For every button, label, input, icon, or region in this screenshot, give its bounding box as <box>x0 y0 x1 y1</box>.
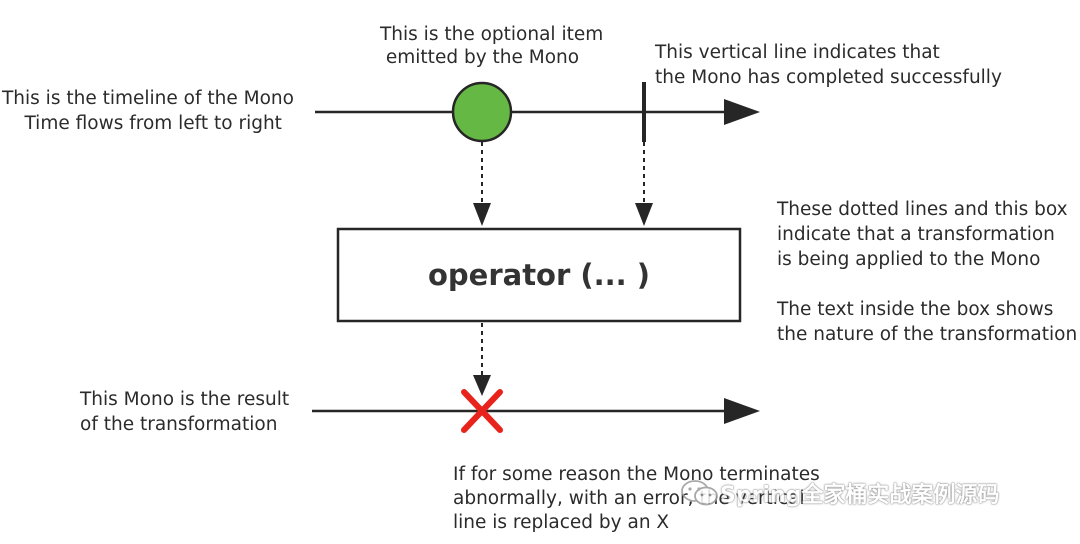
bottom-timeline-arrowhead <box>724 398 760 424</box>
operator-box <box>336 227 742 323</box>
transformation-label: These dotted lines and this box indicate… <box>777 199 1068 270</box>
box-text-label: The text inside the box shows the nature… <box>777 299 1078 345</box>
result-label: This Mono is the result of the transform… <box>80 389 290 435</box>
watermark: Spring全家桶实战案例源码 <box>680 476 999 510</box>
top-timeline-arrowhead <box>724 99 760 125</box>
item-label: This is the optional item emitted by the… <box>380 24 604 68</box>
operator-label: operator (... ) <box>427 258 651 292</box>
emitted-item-circle <box>451 81 513 143</box>
wechat-icon <box>681 480 718 506</box>
error-x-icon <box>461 389 503 433</box>
completion-connector-arrowhead <box>635 203 653 226</box>
watermark-text: Spring全家桶实战案例源码 <box>720 483 1000 508</box>
item-connector-arrowhead <box>473 203 491 226</box>
result-connector-arrowhead <box>473 375 491 396</box>
completion-label: This vertical line indicates that the Mo… <box>655 42 1002 88</box>
timeline-label: This is the timeline of the Mono Time fl… <box>2 88 294 134</box>
